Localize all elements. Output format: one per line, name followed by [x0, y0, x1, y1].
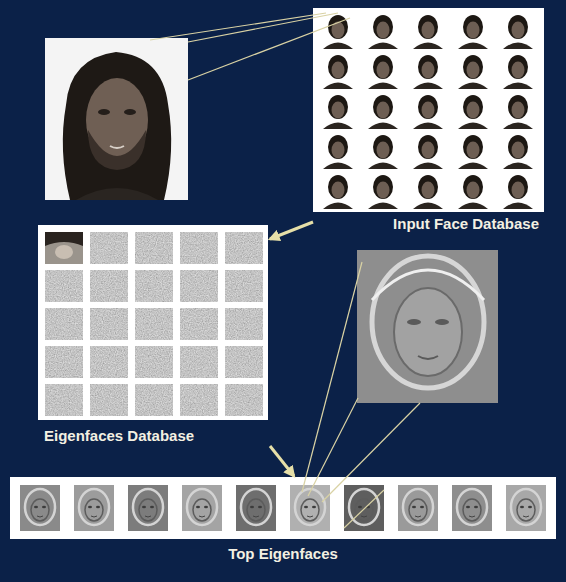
panel-label: Top Eigenfaces [10, 542, 556, 565]
eigenface-grid [38, 225, 268, 420]
face-photo [45, 38, 188, 200]
panel-area [10, 476, 556, 542]
panel-label: Eigenfaces Database [38, 424, 270, 447]
eigenface-image [357, 250, 498, 403]
panel-area [313, 8, 545, 212]
image-panel: Eigenfaces Database [38, 225, 270, 451]
image-panel: Input Face Database [313, 8, 545, 239]
panel-label: Input Face Database [313, 212, 545, 235]
face-grid [313, 8, 544, 212]
flow-arrow [270, 446, 294, 476]
image-panel: Top Eigenfaces [10, 476, 556, 569]
leader-line [150, 13, 350, 80]
eigenface-strip [10, 477, 556, 539]
leader-line [302, 262, 420, 528]
panel-area [38, 225, 270, 424]
flow-arrow [270, 222, 313, 239]
